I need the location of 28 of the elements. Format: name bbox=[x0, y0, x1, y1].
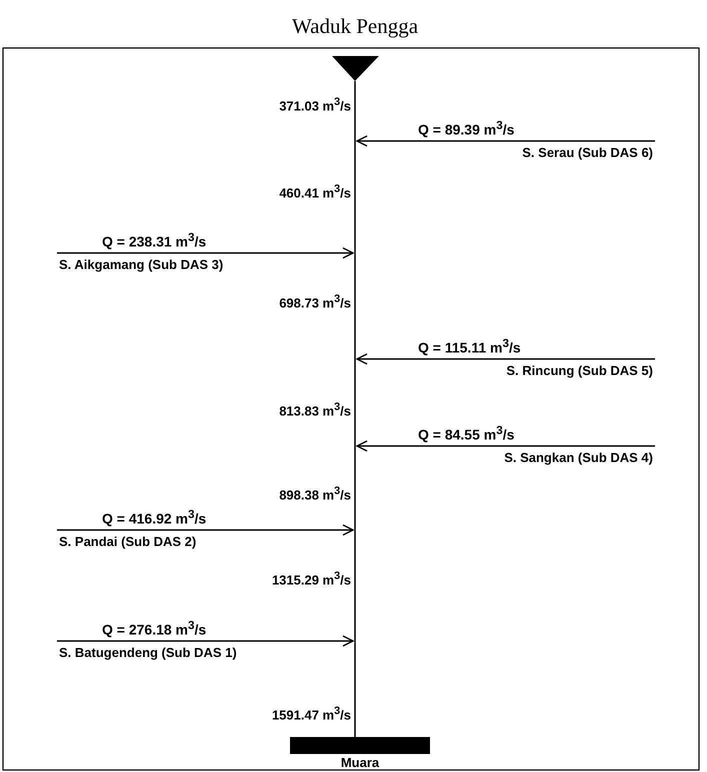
flow-value: 813.83 m$^{3}$/s bbox=[279, 401, 351, 418]
tributary-name: S. Serau (Sub DAS 6) bbox=[522, 145, 653, 160]
flow-value: 1315.29 m$^{3}$/s bbox=[272, 570, 351, 588]
inflow-arrow bbox=[57, 635, 354, 647]
river-line bbox=[354, 81, 356, 737]
flow-value: 698.73 m$^{3}$/s bbox=[279, 293, 351, 310]
tributary-name: S. Sangkan (Sub DAS 4) bbox=[504, 450, 653, 465]
discharge-label: Q = 115.11 m$^{3}$/s bbox=[418, 337, 521, 356]
inflow-arrow bbox=[57, 524, 354, 536]
flow-value: 460.41 m$^{3}$/s bbox=[279, 183, 351, 200]
discharge-label: Q = 276.18 m$^{3}$/s bbox=[102, 619, 206, 638]
discharge-label: Q = 84.55 m$^{3}$/s bbox=[418, 424, 514, 443]
inflow-arrow bbox=[356, 135, 655, 147]
reservoir-name: Waduk Pengga bbox=[290, 14, 420, 39]
tributary-name: S. Pandai (Sub DAS 2) bbox=[59, 534, 196, 549]
inflow-arrow bbox=[57, 247, 354, 259]
inflow-arrow bbox=[356, 440, 655, 452]
discharge-label: Q = 238.31 m$^{3}$/s bbox=[102, 231, 206, 250]
tributary-name: S. Rincung (Sub DAS 5) bbox=[506, 363, 653, 378]
discharge-label: Q = 416.92 m$^{3}$/s bbox=[102, 508, 206, 527]
river-mouth-name: Muara bbox=[340, 755, 380, 770]
flow-value: 898.38 m$^{3}$/s bbox=[279, 485, 351, 502]
discharge-label: Q = 89.39 m$^{3}$/s bbox=[418, 119, 514, 138]
tributary-name: S. Batugendeng (Sub DAS 1) bbox=[59, 645, 237, 660]
flow-value: 371.03 m$^{3}$/s bbox=[279, 96, 351, 114]
tributary-name: S. Aikgamang (Sub DAS 3) bbox=[59, 257, 224, 272]
flow-value: 1591.47 m$^{3}$/s bbox=[272, 705, 351, 722]
inflow-arrow bbox=[356, 353, 655, 365]
